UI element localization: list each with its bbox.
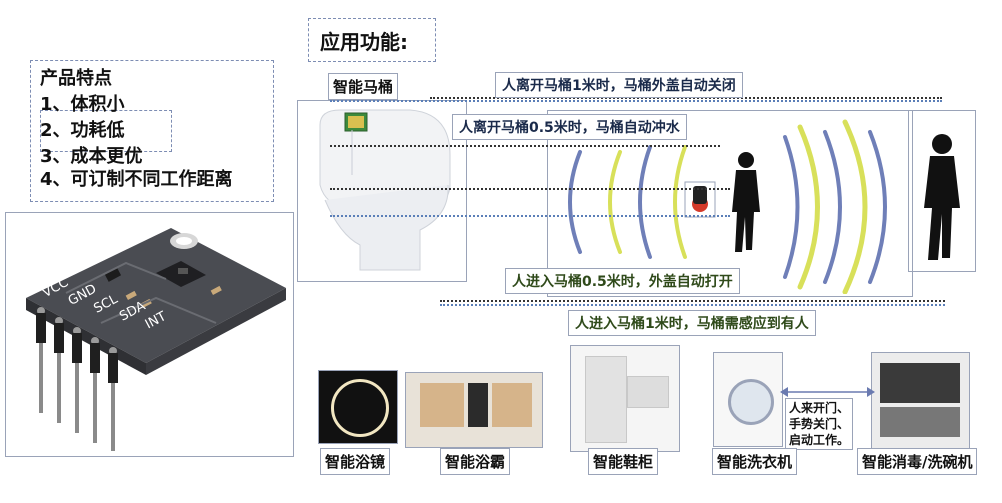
product-label-mirror: 智能浴镜 xyxy=(320,448,391,475)
washer-note-line-2: 手势关门、 xyxy=(789,417,850,431)
product-label-washer: 智能洗衣机 xyxy=(712,448,798,475)
feature-item-2: 2、功耗低 xyxy=(40,120,125,141)
msg-leave-1m: 人离开马桶1米时，马桶外盖自动关闭 xyxy=(495,72,743,98)
product-label-shoe-cabinet: 智能鞋柜 xyxy=(588,448,659,475)
washer-image xyxy=(713,352,783,447)
bath-heater-image xyxy=(405,372,543,448)
feature-item-1: 1、体积小 xyxy=(40,94,125,115)
person-far-icon xyxy=(924,134,960,260)
person-frame xyxy=(908,110,976,272)
toilet-image xyxy=(319,109,451,271)
guide-line-3 xyxy=(330,145,720,147)
wave-frame xyxy=(547,110,913,297)
washer-note: 人来开门、 手势关门、 启动工作。 xyxy=(785,398,854,450)
guide-line-7 xyxy=(440,304,945,306)
feature-item-3: 3、成本更优 xyxy=(40,146,143,167)
product-label-dishwasher: 智能消毒/洗碗机 xyxy=(857,448,978,475)
features-frame-inner xyxy=(40,110,172,152)
toilet-label: 智能马桶 xyxy=(328,73,399,100)
guide-line-2 xyxy=(330,100,942,102)
guide-line-5 xyxy=(330,215,730,217)
msg-enter-05m: 人进入马桶0.5米时，外盖自动打开 xyxy=(505,268,740,294)
sensor-board-image: VCC GND SCL SDA INT xyxy=(26,228,286,451)
guide-line-6 xyxy=(440,300,945,302)
app-title-frame xyxy=(308,18,436,62)
shoe-cabinet-image xyxy=(570,345,680,452)
guide-line-1 xyxy=(430,97,942,99)
feature-item-4: 4、可订制不同工作距离 xyxy=(40,169,233,190)
double-arrow-icon xyxy=(780,387,875,397)
features-frame xyxy=(30,60,274,202)
msg-enter-1m: 人进入马桶1米时，马桶需感应到有人 xyxy=(568,310,816,336)
guide-line-4 xyxy=(330,188,730,190)
mirror-image xyxy=(318,370,398,444)
washer-note-line-1: 人来开门、 xyxy=(789,401,850,415)
dishwasher-image xyxy=(871,352,970,449)
sensor-waves xyxy=(568,119,887,294)
application-title: 应用功能: xyxy=(320,30,408,54)
washer-note-line-3: 启动工作。 xyxy=(789,433,850,447)
msg-leave-05m: 人离开马桶0.5米时，马桶自动冲水 xyxy=(452,114,687,140)
product-label-bath-heater: 智能浴霸 xyxy=(440,448,511,475)
features-title: 产品特点 xyxy=(40,68,112,89)
sensor-image-frame xyxy=(5,212,294,457)
